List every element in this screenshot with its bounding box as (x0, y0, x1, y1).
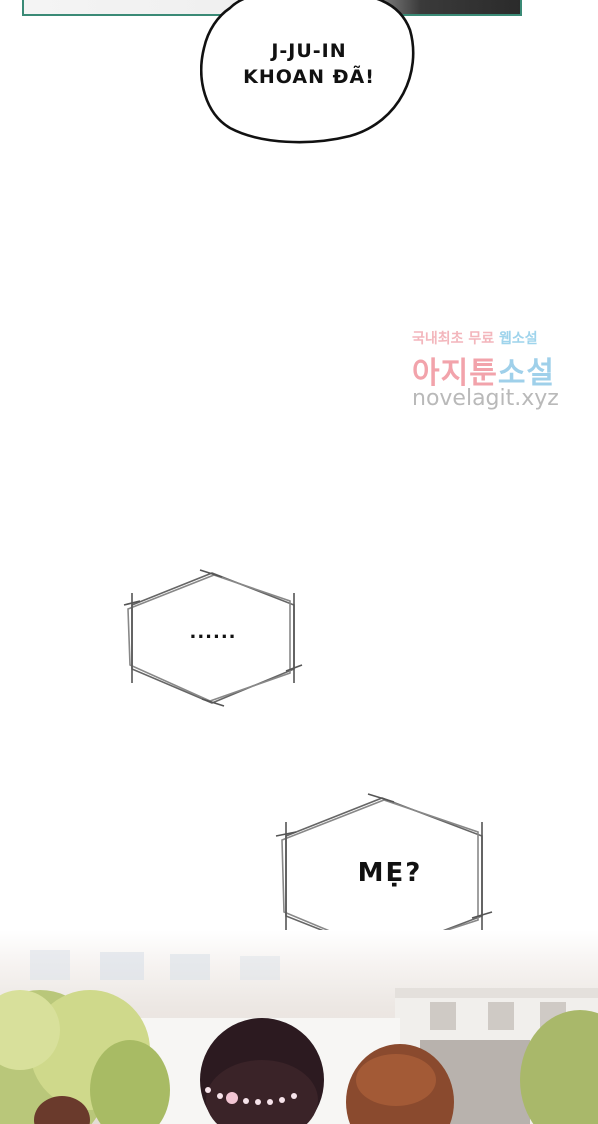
caption-box-1 (123, 569, 303, 707)
watermark: 국내최초 무료 웹소설 아지툰소설 novelagit.xyz (410, 328, 580, 418)
speech-line-1: J-JU-IN (271, 40, 347, 62)
watermark-url: novelagit.xyz (412, 386, 559, 411)
caption-box-2-text: MẸ? (357, 858, 423, 888)
watermark-logo: 아지툰소설 (412, 356, 556, 391)
caption-box-1-text: ...... (189, 622, 237, 643)
watermark-tagline: 국내최초 무료 웹소설 (412, 331, 538, 347)
speech-line-2: KHOAN ĐÃ! (243, 66, 375, 88)
scene-artwork (0, 950, 598, 1124)
scene-illustration (0, 930, 598, 1124)
speech-bubble-text: J-JU-IN KHOAN ĐÃ! (200, 38, 418, 90)
speech-bubble (200, 0, 415, 144)
